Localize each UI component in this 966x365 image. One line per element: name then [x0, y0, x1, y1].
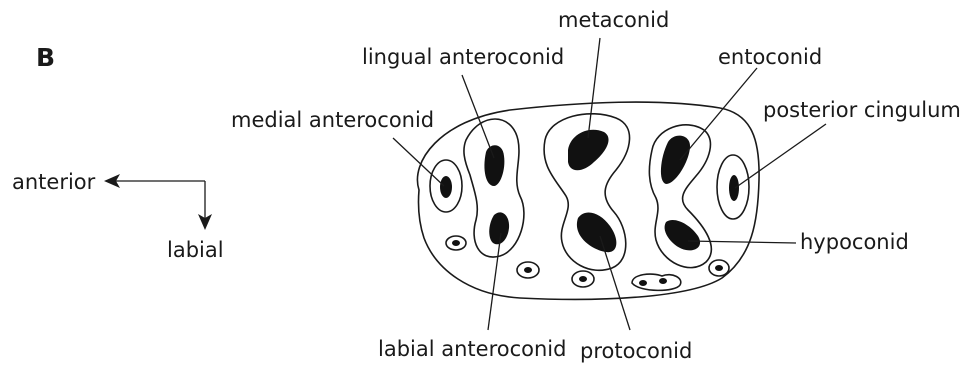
posterior-cingulum-label: posterior cingulum	[763, 98, 961, 122]
lingual-anteroconid-label: lingual anteroconid	[362, 45, 564, 69]
anterior-label: anterior	[12, 170, 96, 194]
medial-anteroconid-cusp	[430, 160, 462, 212]
labial-label: labial	[167, 238, 224, 262]
posterior-cingulum-cusp	[717, 155, 749, 219]
protoconid-label: protoconid	[580, 339, 692, 363]
orientation-compass: anterior labial	[12, 170, 224, 262]
entoconid-label: entoconid	[718, 45, 822, 69]
hypoconid-label: hypoconid	[800, 230, 909, 254]
panel-label: B	[36, 43, 55, 72]
medial-anteroconid-label: medial anteroconid	[231, 108, 434, 132]
metaconid-label: metaconid	[558, 8, 669, 32]
labial-anteroconid-label: labial anteroconid	[378, 337, 566, 361]
